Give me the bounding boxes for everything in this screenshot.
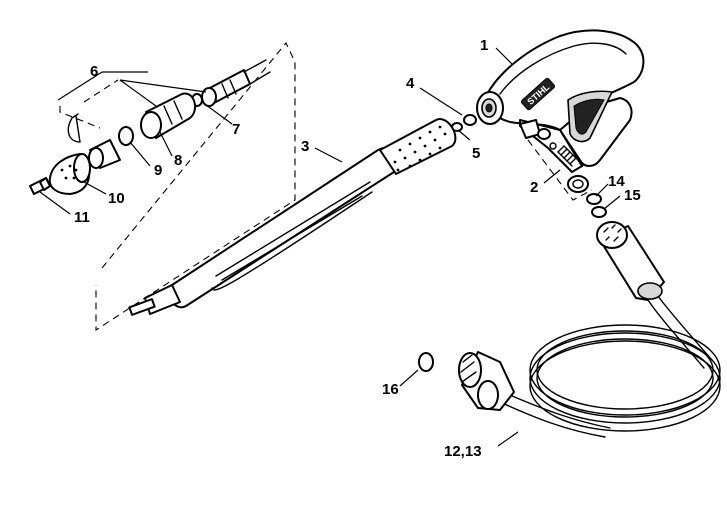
- callout-9: 9: [154, 162, 162, 179]
- part-14-oring: [586, 193, 602, 205]
- part-9-oring: [118, 126, 134, 146]
- part-16-oring: [418, 352, 434, 372]
- wand-handle-grip-dots: [393, 125, 447, 172]
- callout-labels: 1 2 3 4 5 6 7 8 9 10 11 12,13 14 15 16: [74, 37, 641, 460]
- part-11-nozzle-tip: [29, 177, 51, 195]
- nozzle-clip: [67, 113, 81, 143]
- fitting-kit-boundary: [527, 139, 593, 201]
- callout-16: 16: [382, 381, 399, 398]
- part-8-nozzle-cap: [140, 92, 197, 139]
- part-3-spray-wand: [128, 118, 457, 316]
- nozzle-insert: [88, 139, 121, 169]
- hose-inlet-fitting: [458, 351, 515, 411]
- nozzle-assembly-boundary: [59, 79, 119, 129]
- hose-gun-connector: [596, 221, 665, 301]
- callout-3: 3: [301, 138, 309, 155]
- part-7-nozzle-connector: [191, 59, 271, 107]
- fitting-nut: [567, 175, 589, 193]
- callout-8: 8: [174, 152, 182, 169]
- part-10-rotary-nozzle: [48, 153, 91, 195]
- part-2-fitting-kit: [537, 128, 589, 193]
- callout-14: 14: [608, 173, 625, 190]
- part-15-oring: [591, 206, 607, 218]
- callout-6: 6: [90, 63, 98, 80]
- callout-12-13: 12,13: [444, 443, 482, 460]
- callout-2: 2: [530, 179, 538, 196]
- callout-15: 15: [624, 187, 641, 204]
- callout-10: 10: [108, 190, 125, 207]
- callout-11: 11: [74, 209, 90, 226]
- fitting-spring: [557, 145, 579, 167]
- callout-4: 4: [406, 75, 415, 92]
- part-12-13-hose: [458, 221, 721, 438]
- part-1-trigger-gun: STIHL: [476, 29, 645, 173]
- leader-lines: [39, 47, 621, 447]
- part-4-oring: [463, 114, 477, 126]
- callout-7: 7: [232, 121, 240, 138]
- callout-1: 1: [480, 37, 488, 54]
- callout-5: 5: [472, 145, 480, 162]
